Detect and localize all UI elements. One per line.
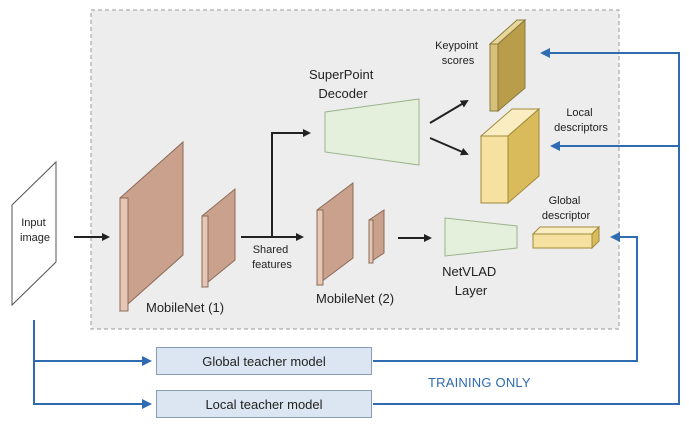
local-teacher-to-descriptors-arrow — [373, 48, 680, 405]
superpoint-decoder-shape — [324, 98, 420, 166]
keypoint-scores-block — [488, 18, 527, 113]
mobilenet1-small-block — [201, 187, 236, 289]
local-descriptors-block — [479, 107, 541, 205]
mobilenet1-label: MobileNet (1) — [146, 300, 224, 315]
keypoint-arrow — [429, 99, 469, 124]
mobilenet2-small-block — [368, 209, 385, 264]
keypoint-scores-label: Keypoint scores — [435, 40, 481, 67]
global-descriptor-block — [531, 225, 601, 250]
shared-features-label: Shared features — [252, 244, 292, 271]
local-descriptors-label: Local descriptors — [554, 107, 608, 134]
superpoint-decoder-label: SuperPoint Decoder — [309, 67, 377, 101]
input-image-label: Input image — [20, 217, 50, 244]
global-descriptor-label: Global descriptor — [542, 195, 591, 222]
global-teacher-box: Global teacher model — [156, 347, 372, 375]
mobilenet2-label: MobileNet (2) — [316, 291, 394, 306]
input-to-local-teacher-arrow — [33, 361, 152, 409]
decoder-branch-arrow — [271, 129, 311, 237]
mobilenet1-block — [119, 140, 184, 313]
descriptor-arrow — [429, 137, 469, 156]
local-teacher-label: Local teacher model — [205, 396, 323, 412]
netvlad-layer-label: NetVLAD Layer — [442, 264, 500, 298]
global-teacher-label: Global teacher model — [202, 353, 326, 369]
mobilenet2-block — [316, 182, 354, 286]
netvlad-layer-shape — [444, 217, 518, 257]
global-teacher-to-descriptor-arrow — [373, 232, 638, 362]
training-only-label: TRAINING ONLY — [428, 375, 531, 390]
local-teacher-box: Local teacher model — [156, 390, 372, 418]
input-image-shape — [11, 160, 57, 307]
